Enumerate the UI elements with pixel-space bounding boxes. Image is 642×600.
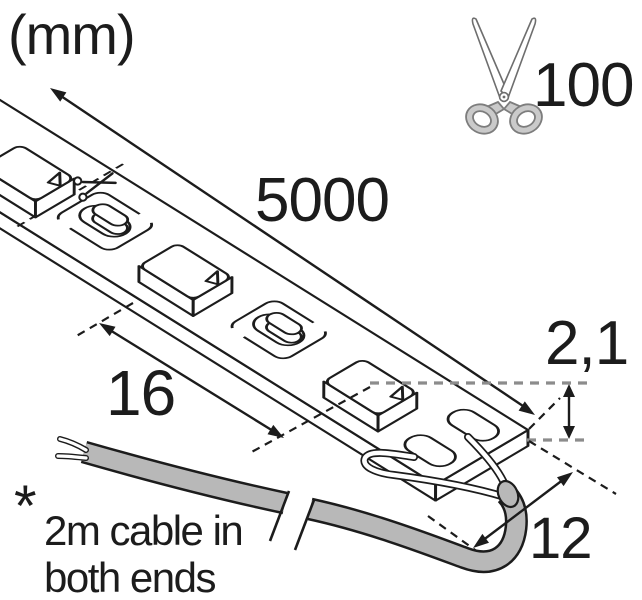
arrowhead [557, 472, 573, 487]
end-wire-pad [403, 434, 457, 468]
arrowhead [563, 384, 575, 397]
arrowhead [50, 88, 67, 102]
led-module [137, 244, 234, 317]
total-length-dimension [50, 88, 535, 415]
height-dimension [563, 384, 575, 439]
led-module [322, 359, 419, 433]
width-label: 12 [529, 506, 592, 571]
mini-scissors-icon [73, 172, 117, 202]
end-wire-pad [446, 408, 500, 442]
total-length-label: 5000 [255, 166, 389, 235]
arrowhead [518, 401, 535, 415]
led-module [0, 145, 76, 219]
lens-notch [389, 385, 405, 401]
arrowhead [99, 323, 116, 337]
solder-pad [56, 191, 153, 251]
power-cable [55, 436, 528, 574]
arrowhead [473, 533, 489, 548]
cut-interval-label: 100 [533, 51, 633, 120]
end-wires [360, 433, 520, 509]
cable-note-line2: both ends [44, 554, 215, 600]
note-marker: * [14, 474, 37, 539]
led-strip [0, 68, 530, 502]
pitch-dimension [99, 323, 284, 438]
cable-note-line1: 2m cable in [44, 507, 242, 554]
cable-break-mark [268, 490, 291, 542]
solder-pad [230, 300, 327, 360]
arrowhead [267, 424, 284, 438]
pitch-label: 16 [106, 357, 175, 429]
cable-end-cap [496, 479, 520, 509]
height-label: 2,1 [545, 309, 628, 378]
arrowhead [563, 426, 575, 439]
unit-label: (mm) [8, 3, 135, 66]
lens-notch [46, 171, 62, 187]
lens-notch [204, 270, 220, 286]
scissors-icon [465, 17, 543, 135]
width-dimension [473, 472, 573, 548]
cable-break-mark [293, 499, 316, 551]
